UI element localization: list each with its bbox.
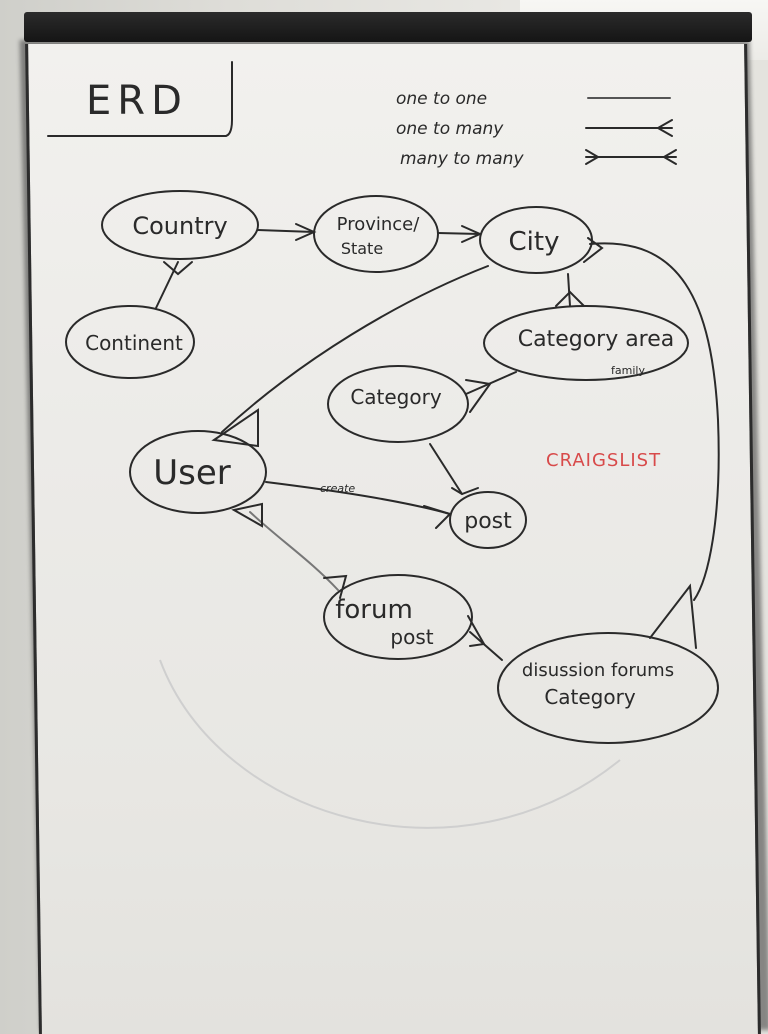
legend-crow-many-right (662, 149, 677, 165)
legend-crow-one-to-many (655, 119, 673, 137)
crow-city-from-discussion (583, 237, 604, 263)
entity-category-label: Category (350, 385, 442, 409)
rel-forum-post-discussion (469, 631, 503, 661)
crow-category-from-area (465, 379, 492, 413)
entity-post-label: post (464, 509, 512, 534)
rel-city-discussion (589, 242, 720, 601)
entity-country (101, 190, 259, 260)
rel-user-forum-post (249, 511, 339, 591)
entity-discussion (497, 632, 719, 744)
entity-forum-post-label-2: post (390, 625, 433, 649)
entity-discussion-label: disussion forums (522, 660, 674, 681)
entity-continent (65, 305, 195, 379)
entity-category-area (483, 305, 689, 381)
relationship-create-label: create (320, 482, 355, 495)
entity-discussion-label-2: Category (544, 685, 636, 709)
flipchart-clip-bar (24, 12, 752, 42)
crow-discussion-from-city (649, 583, 697, 649)
entity-province-label-2: State (341, 239, 383, 258)
crow-user-from-city (211, 408, 259, 448)
rel-user-post (265, 481, 451, 515)
legend-many-to-many: many to many (400, 149, 524, 169)
rel-country-province (257, 229, 315, 233)
entity-post (449, 491, 527, 549)
entity-forum-post (323, 574, 473, 660)
rel-province-city (437, 232, 481, 235)
crow-city (461, 225, 483, 243)
entity-category-area-label: Category area (518, 327, 675, 352)
crow-province (295, 223, 317, 241)
entity-user (129, 430, 267, 514)
entity-province-label: Province/ (337, 214, 421, 235)
craigslist-note: CRAIGSLIST (546, 450, 661, 471)
entity-category (327, 365, 469, 443)
legend-crow-many-left (585, 149, 600, 165)
entity-forum-post-label: forum (335, 595, 413, 625)
entity-category-area-sub: family (611, 364, 645, 377)
crow-country-continent (163, 261, 193, 276)
entity-country-label: Country (132, 212, 227, 240)
ghost-arc (159, 659, 621, 829)
crow-user-side (231, 502, 263, 528)
crow-category-area (555, 290, 585, 307)
title-box (47, 61, 233, 137)
legend-one-to-one: one to one (396, 89, 487, 109)
legend-one-to-many: one to many (396, 119, 504, 139)
title-text: ERD (86, 78, 188, 124)
entity-continent-label: Continent (85, 331, 183, 355)
entity-user-label: User (153, 453, 231, 493)
crow-forum-post-side (323, 574, 348, 599)
entity-city-label: City (509, 227, 560, 257)
crow-forum-post-from-discussion (467, 615, 486, 647)
rel-category-post (429, 443, 463, 495)
rel-country-continent (155, 261, 179, 309)
rel-city-category-area (567, 273, 571, 307)
rel-city-user (221, 265, 489, 433)
crow-post-from-user (423, 505, 452, 529)
crow-post-from-category (451, 487, 479, 496)
rel-category-area-category (465, 371, 517, 395)
